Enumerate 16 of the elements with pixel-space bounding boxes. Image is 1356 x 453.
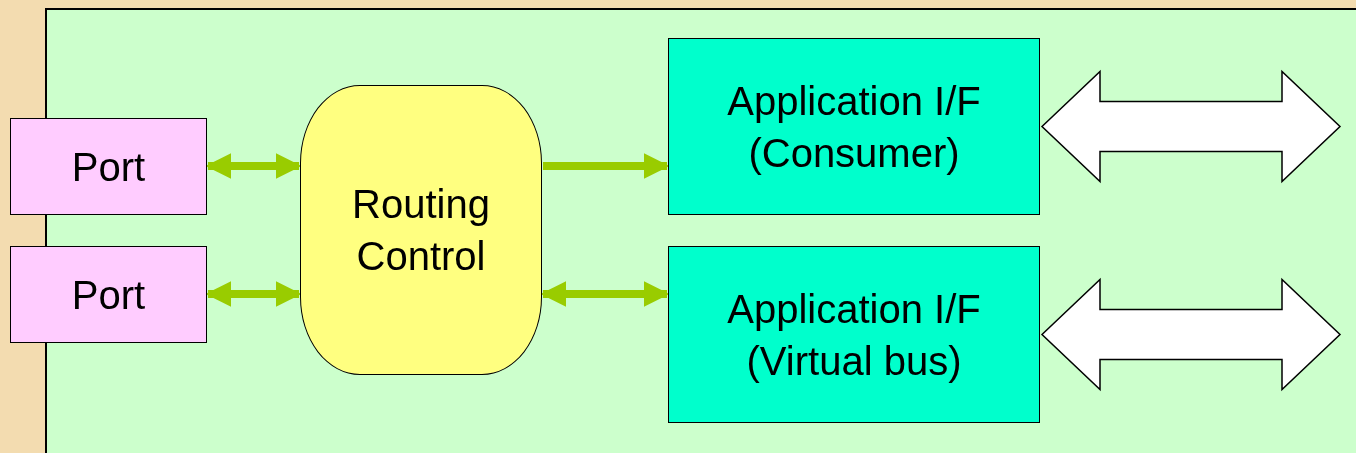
node-label: Application I/F (Consumer) <box>726 77 982 177</box>
node-label: Application I/F (Virtual bus) <box>726 285 982 385</box>
routing-control-box <box>300 85 542 375</box>
node-label: Port <box>71 143 146 191</box>
arrow <box>205 153 302 179</box>
interface-box <box>668 246 1040 423</box>
node-label: Port <box>71 271 146 319</box>
block-arrow <box>1040 69 1342 184</box>
interface-box <box>668 38 1040 215</box>
port-box <box>10 246 207 343</box>
arrow <box>543 153 670 179</box>
block-arrow <box>1040 277 1342 392</box>
port-box <box>10 118 207 215</box>
node-label: Routing Control <box>351 181 491 280</box>
arrow <box>540 281 670 307</box>
arrow <box>205 281 302 307</box>
